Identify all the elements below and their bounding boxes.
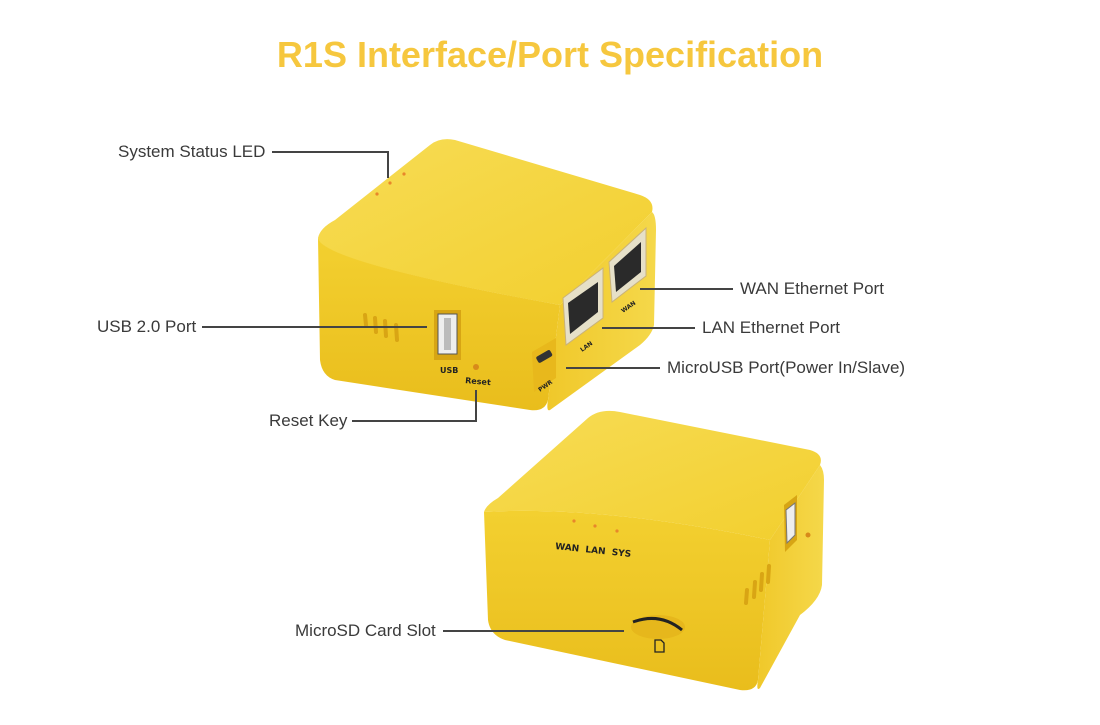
usb-port-icon [434, 310, 461, 360]
reset-hole-icon [805, 532, 811, 538]
router-rear-view: WAN LAN SYS [484, 410, 824, 691]
microusb-port-icon [532, 338, 556, 392]
callout-lan-port: LAN Ethernet Port [702, 318, 840, 337]
callout-usb-port: USB 2.0 Port [97, 317, 197, 336]
callout-microusb-port: MicroUSB Port(Power In/Slave) [667, 358, 906, 377]
usb-marking: USB [440, 366, 458, 375]
reset-marking: Reset [465, 376, 491, 387]
wan-port-icon [608, 226, 647, 303]
reset-hole-icon [473, 364, 479, 370]
router-front-view: USB Reset LAN WAN PWR [318, 139, 656, 411]
led-leader-line [272, 151, 389, 178]
status-led-icons [572, 519, 619, 533]
status-led-icons [375, 172, 406, 196]
callout-wan-port: WAN Ethernet Port [740, 279, 884, 298]
microsd-slot-icon [631, 615, 685, 653]
callout-system-status-led: System Status LED [118, 142, 266, 161]
vent-icon [744, 564, 771, 605]
page-title: R1S Interface/Port Specification [276, 34, 824, 75]
reset-leader-line [352, 390, 477, 422]
usb-port-icon [784, 495, 797, 552]
lan-port-icon [562, 267, 604, 346]
callout-reset-key: Reset Key [269, 411, 348, 430]
leader-lines [202, 151, 733, 632]
callout-microsd-slot: MicroSD Card Slot [295, 621, 436, 640]
